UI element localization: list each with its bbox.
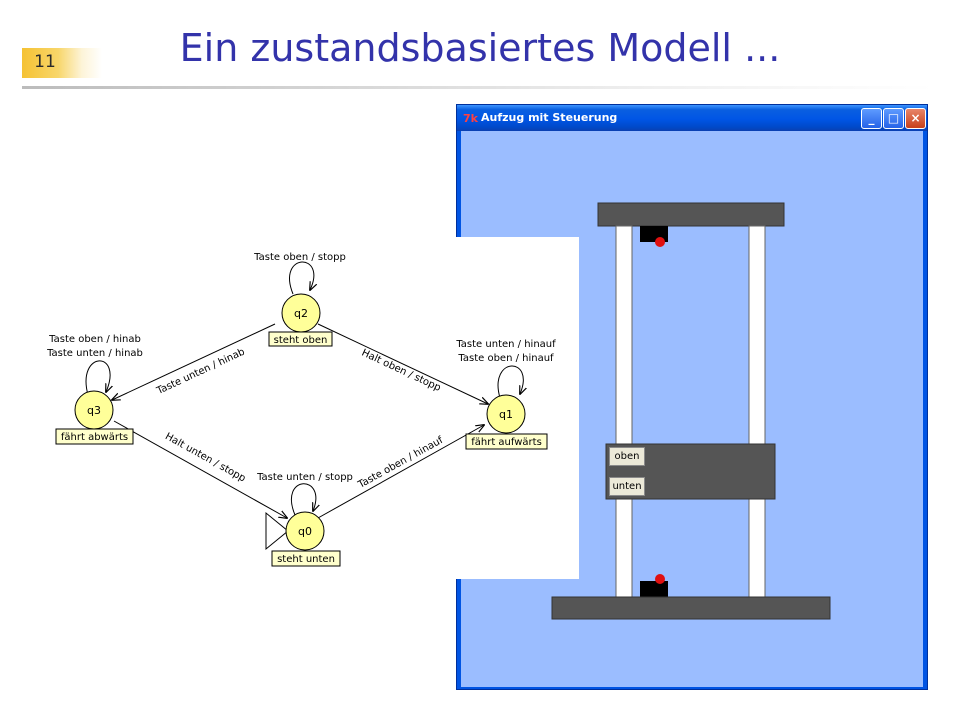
loop-label-q3-line2: Taste unten / hinab — [46, 348, 143, 359]
self-loop-q2 — [289, 261, 314, 295]
state-q2-label: q2 — [294, 307, 308, 320]
state-q3-label: q3 — [87, 404, 101, 417]
cabin-button-unten[interactable]: unten — [609, 477, 645, 496]
edge-label-q3-q0: Halt unten / stopp — [163, 431, 247, 484]
loop-label-q2: Taste oben / stopp — [253, 252, 346, 263]
state-q2-caption: steht oben — [274, 335, 328, 346]
slide-title: Ein zustandsbasiertes Modell ... — [179, 26, 781, 70]
window-titlebar[interactable]: 7k Aufzug mit Steuerung _ □ × — [457, 105, 927, 131]
edge-q3-q0 — [113, 420, 287, 518]
slide-number-background — [22, 48, 102, 78]
edge-label-q2-q3: Taste unten / hinab — [154, 347, 246, 398]
close-button[interactable]: × — [905, 108, 926, 129]
window-title: Aufzug mit Steuerung — [481, 111, 618, 124]
minimize-button[interactable]: _ — [861, 108, 882, 129]
state-q0-node — [285, 511, 325, 551]
self-loop-q1 — [497, 365, 523, 399]
state-q3-caption-box — [55, 428, 134, 445]
edge-q0-q1 — [317, 425, 484, 519]
maximize-button[interactable]: □ — [883, 108, 904, 129]
state-q0-caption: steht unten — [277, 554, 335, 565]
state-q1-caption-box — [465, 433, 548, 450]
slide-number: 11 — [34, 52, 56, 72]
loop-label-q1-line2: Taste oben / hinauf — [457, 353, 554, 364]
java-app-icon: 7k — [463, 112, 478, 125]
title-divider — [22, 86, 934, 89]
state-q2-caption-box — [268, 331, 333, 347]
loop-label-q3-line1: Taste oben / hinab — [48, 334, 141, 345]
self-loop-q0 — [290, 483, 315, 516]
state-q1-label: q1 — [499, 408, 513, 421]
edge-label-q0-q1: Taste oben / hinauf — [356, 435, 446, 491]
cabin-button-oben[interactable]: oben — [609, 447, 645, 466]
self-loop-q3 — [85, 360, 110, 396]
state-q3-caption: fährt abwärts — [61, 432, 128, 443]
initial-state-marker — [265, 511, 289, 551]
loop-label-q1-line1: Taste unten / hinauf — [455, 339, 556, 350]
loop-label-q0: Taste unten / stopp — [256, 472, 353, 483]
state-q0-caption-box — [271, 550, 341, 567]
state-q0-label: q0 — [298, 525, 312, 538]
edge-q2-q3 — [112, 323, 276, 400]
edge-label-q2-q1: Halt oben / stopp — [360, 348, 443, 394]
edge-q2-q1 — [317, 323, 488, 404]
state-q1-node — [486, 394, 526, 434]
state-q1-caption: fährt aufwärts — [471, 437, 542, 448]
